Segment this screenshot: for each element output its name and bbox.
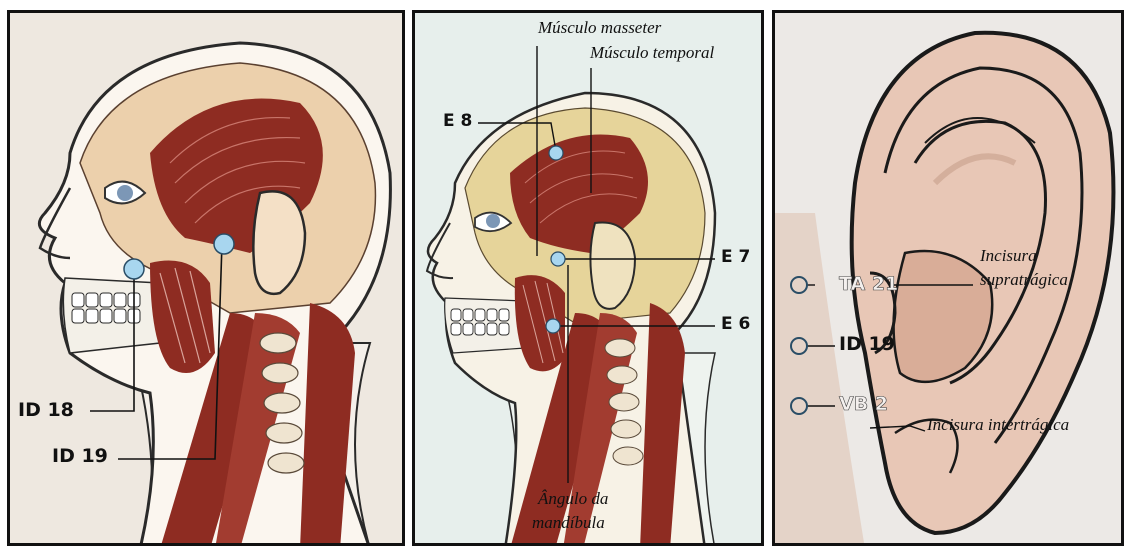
label-id19-ear: ID 19 [839,333,895,355]
acupoint-e7 [551,252,565,266]
label-incisura-intertragica: Incisura intertrágica [927,415,1069,435]
label-vb2: VB 2 [839,393,888,415]
acupoint-e6 [546,319,560,333]
label-incisura-supratragica-2: supratrágica [980,270,1068,290]
acupoint-id19 [214,234,234,254]
acupoint-e8 [549,146,563,160]
label-mandibula: mandíbula [532,513,605,533]
label-musculo-temporal: Músculo temporal [590,43,714,63]
label-e7: E 7 [721,247,750,267]
head-illustration-2 [415,13,764,546]
label-incisura-supratragica-1: Incisura [980,246,1037,266]
label-ta21: TA 21 [839,273,898,295]
label-angulo-da: Ângulo da [538,489,608,509]
label-musculo-masseter: Músculo masseter [538,18,661,38]
ear-illustration [775,13,1124,546]
label-id19: ID 19 [52,445,108,467]
panel-head-lateral: ID 18 ID 19 [7,10,405,546]
panel-head-masseter: Músculo masseter Músculo temporal E 8 E … [412,10,764,546]
label-e8: E 8 [443,111,472,131]
label-e6: E 6 [721,314,750,334]
label-id18: ID 18 [18,399,74,421]
acupoint-id18 [124,259,144,279]
panel-ear: TA 21 ID 19 VB 2 Incisura supratrágica I… [772,10,1124,546]
